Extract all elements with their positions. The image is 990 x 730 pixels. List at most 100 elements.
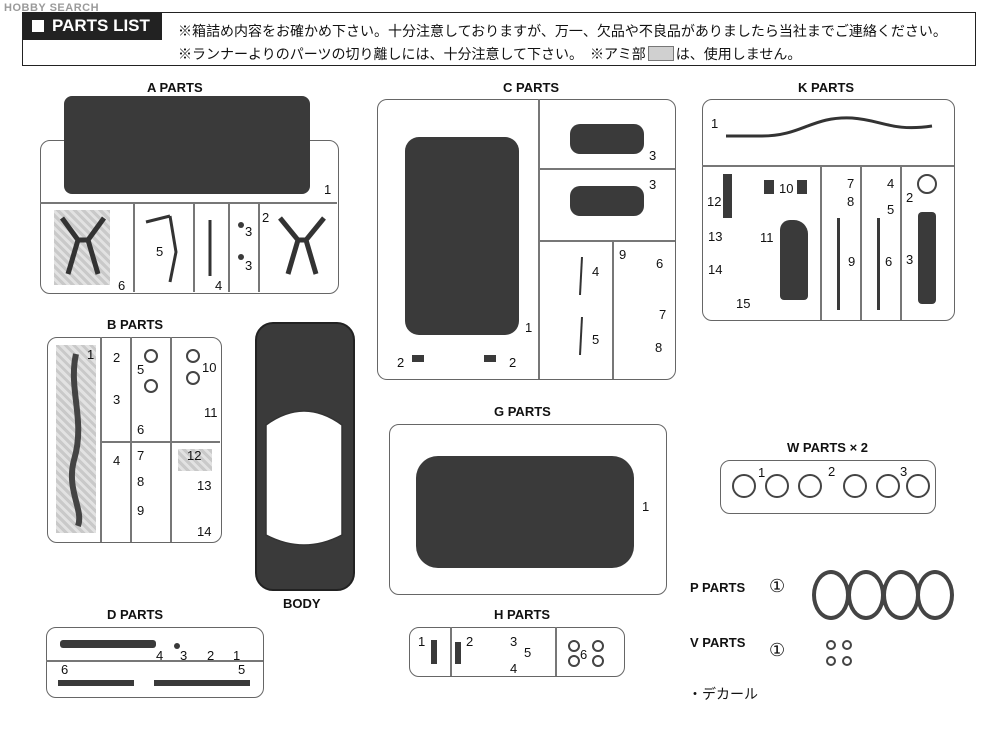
d-divider-h (46, 660, 263, 662)
k-divider-h (702, 165, 954, 167)
d-num-4: 4 (156, 648, 164, 663)
c-divider-h1 (538, 168, 675, 170)
b-num-6: 6 (137, 422, 145, 437)
b-divider-v1 (100, 337, 102, 542)
note-line-2-pre: ※ランナーよりのパーツの切り離しには、十分注意して下さい。 ※アミ部 (178, 46, 646, 62)
note-line-2: ※ランナーよりのパーツの切り離しには、十分注意して下さい。 ※アミ部 は、使用しま… (178, 44, 801, 64)
d-num-6: 6 (61, 662, 69, 677)
k-num-11: 11 (760, 230, 774, 245)
h-part-6c (568, 655, 580, 667)
k-num-10: 10 (779, 181, 794, 196)
b-part-1-frame (68, 353, 83, 528)
b-num-4: 4 (113, 453, 121, 468)
c-num-3a: 3 (649, 148, 657, 163)
k-num-5: 5 (887, 202, 895, 217)
h-part-6a (568, 640, 580, 652)
b-num-8: 8 (137, 474, 145, 489)
square-icon (32, 20, 44, 32)
k-part-10b (797, 180, 807, 194)
v-part-b (842, 640, 852, 650)
note-line-1: ※箱詰め内容をお確かめ下さい。十分注意しておりますが、万一、欠品や不良品がありま… (178, 23, 947, 39)
a-divider (40, 202, 337, 204)
w-num-3: 3 (900, 464, 908, 479)
k-part-2-steering (917, 174, 937, 194)
p-tires (812, 570, 954, 620)
d-num-5: 5 (238, 662, 246, 677)
c-num-2a: 2 (397, 355, 405, 370)
w-ring-1a (732, 474, 756, 498)
a-num-4: 4 (215, 278, 223, 293)
b-num-7: 7 (137, 448, 145, 463)
c-num-7: 7 (659, 307, 667, 322)
note-line-2-post: は、使用しません。 (675, 46, 802, 62)
c-divider-v2 (612, 240, 614, 379)
c-part-4 (579, 256, 583, 296)
a-divider-v1 (133, 202, 135, 292)
a-num-2: 2 (262, 210, 270, 225)
k-num-6: 6 (885, 254, 893, 269)
c-num-2b: 2 (509, 355, 517, 370)
d-num-1: 1 (233, 648, 241, 663)
c-part-1 (405, 137, 519, 335)
d-part-5 (154, 680, 250, 686)
h-num-3: 3 (510, 634, 518, 649)
b-num-12: 12 (187, 448, 202, 463)
b-num-1: 1 (87, 347, 95, 362)
b-runner-frame (47, 337, 222, 543)
p-parts-title: P PARTS (690, 580, 746, 595)
a-part-2-arm (278, 216, 326, 275)
a-divider-v3 (228, 202, 230, 292)
a-part-3b (238, 254, 244, 260)
w-ring-3b (906, 474, 930, 498)
a-num-5: 5 (156, 244, 164, 259)
c-num-5: 5 (592, 332, 600, 347)
k-divider-v3 (900, 165, 902, 320)
a-parts-runner: 1 6 5 4 3 3 2 (40, 96, 340, 295)
w-parts-title: W PARTS × 2 (787, 440, 869, 455)
d-num-2: 2 (207, 648, 215, 663)
d-runner-frame (46, 627, 264, 698)
k-divider-v1 (820, 165, 822, 320)
w-ring-2b (843, 474, 867, 498)
b-num-5: 5 (137, 362, 145, 377)
b-divider-h (100, 441, 220, 443)
h-num-2: 2 (466, 634, 474, 649)
b-num-14: 14 (197, 524, 212, 539)
p-tire-3 (882, 570, 920, 620)
b-divider-v3 (130, 337, 132, 542)
k-num-12: 12 (707, 194, 722, 209)
c-part-3b (570, 186, 644, 216)
g-runner-frame (389, 424, 667, 595)
k-num-4: 4 (887, 176, 895, 191)
v-part-d (842, 656, 852, 666)
c-runner-frame (377, 99, 676, 380)
body-window-cutout (265, 410, 343, 546)
g-part-1 (416, 456, 634, 568)
parts-list-label: PARTS LIST (52, 16, 150, 35)
w-runner-frame (720, 460, 936, 514)
h-num-1: 1 (418, 634, 426, 649)
a-num-3a: 3 (245, 224, 253, 239)
h-part-1 (431, 640, 437, 664)
v-part-a (826, 640, 836, 650)
k-num-3: 3 (906, 252, 914, 267)
h-parts-title: H PARTS (494, 607, 551, 622)
p-tire-2 (847, 570, 885, 620)
a-part-6-arm (59, 216, 107, 275)
c-part-3a (570, 124, 644, 154)
d-part-4 (60, 640, 156, 648)
parts-list-title: PARTS LIST (22, 12, 162, 40)
g-num-1: 1 (642, 499, 650, 514)
b-num-10: 10 (202, 360, 217, 375)
b-divider-v2 (170, 337, 172, 542)
v-part-c (826, 656, 836, 666)
b-ring-5b (144, 379, 158, 393)
a-parts-title: A PARTS (147, 80, 203, 95)
c-part-2b (484, 355, 496, 362)
k-num-1: 1 (711, 116, 719, 131)
v-qty: ① (769, 640, 786, 660)
k-parts-title: K PARTS (798, 80, 855, 95)
k-part-10a (764, 180, 774, 194)
a-num-3b: 3 (245, 258, 253, 273)
a-num-1: 1 (324, 182, 332, 197)
